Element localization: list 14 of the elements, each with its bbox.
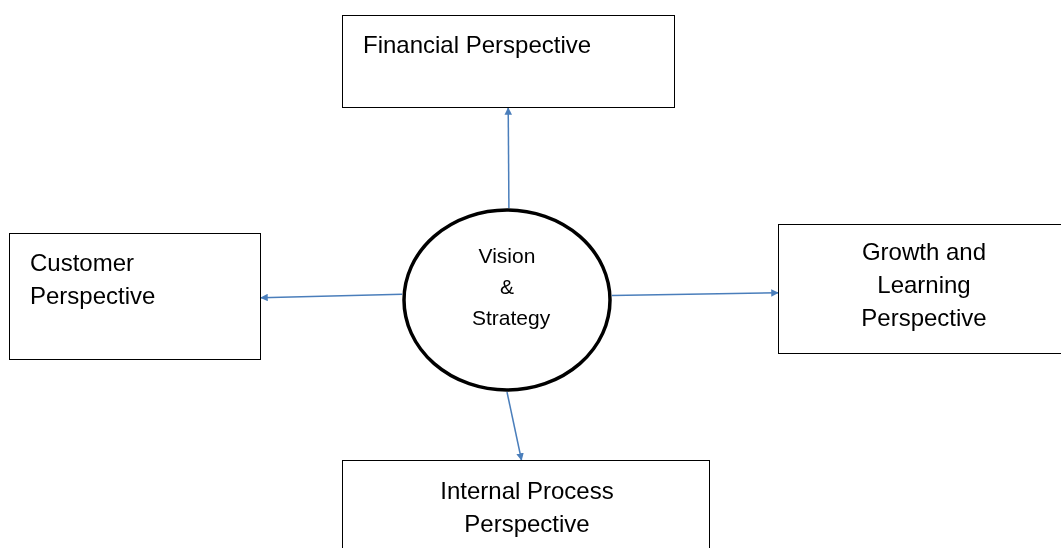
perspective-box [342, 460, 710, 548]
arrow [611, 289, 779, 297]
strategy-ellipse [402, 208, 612, 392]
arrow [504, 107, 512, 209]
box-label: Internal Process Perspective [439, 476, 615, 539]
perspective-box [342, 15, 675, 108]
box-label: Growth and Learning Perspective [860, 237, 988, 333]
perspective-box [9, 233, 261, 360]
center-label: Vision & Strategy [471, 243, 552, 331]
box-label: Financial Perspective [363, 30, 593, 60]
arrow [506, 391, 524, 461]
arrow [260, 293, 403, 302]
perspective-box [778, 224, 1061, 354]
box-label: Customer Perspective [30, 248, 157, 311]
